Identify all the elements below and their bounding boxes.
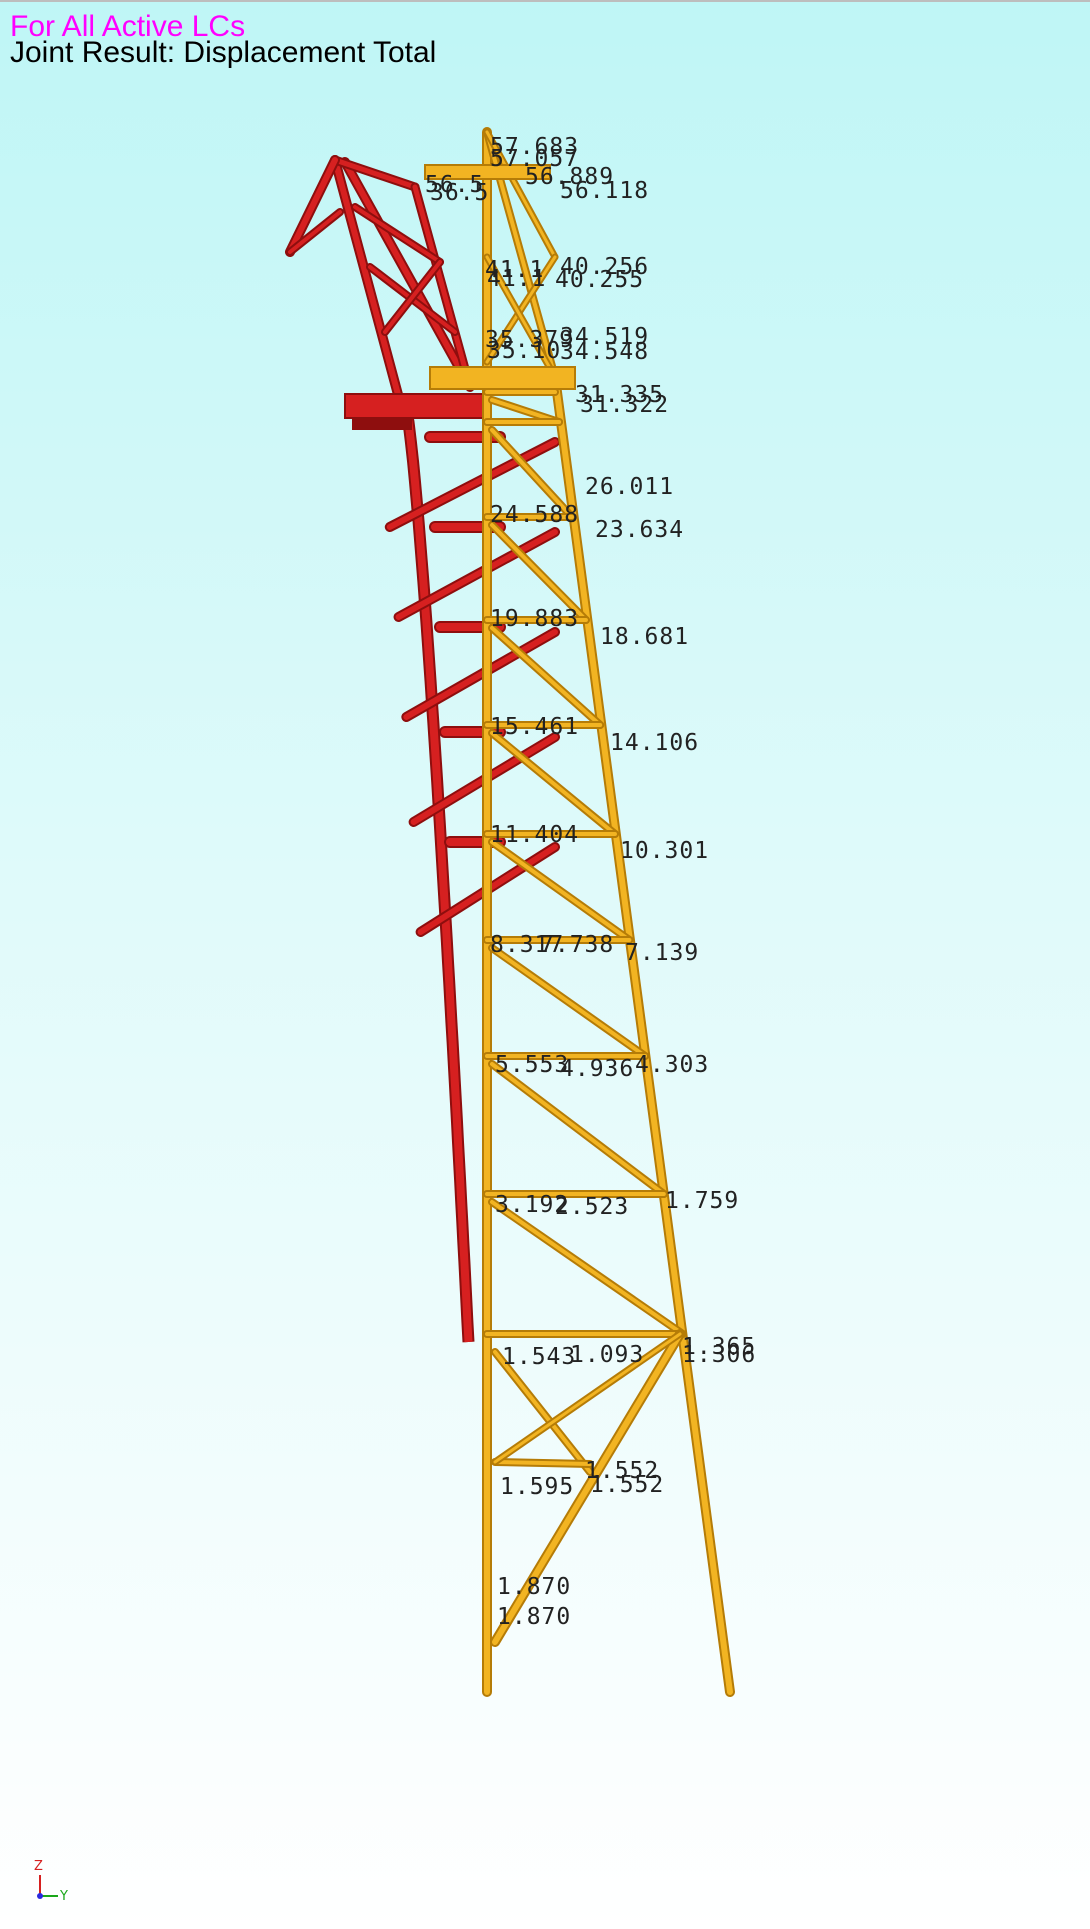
undeformed-base-brace	[490, 1329, 685, 1647]
undeformed-base-diagonal	[491, 1330, 684, 1466]
undeformed-shape	[424, 127, 735, 1697]
displacement-value-label: 18.681	[600, 624, 689, 650]
displacement-value-label: 56.118	[560, 178, 649, 204]
displacement-value-label: 19.883	[490, 606, 579, 632]
displacement-value-label: 15.461	[490, 714, 579, 740]
deformed-brace	[401, 627, 560, 722]
undeformed-diagonal	[488, 1198, 687, 1338]
undeformed-platform	[429, 366, 576, 390]
displacement-value-label: 57.057	[490, 146, 579, 172]
deformed-top-chord-2	[410, 182, 475, 392]
displacement-value-label: 40.255	[555, 267, 644, 293]
displacement-value-label: 1.552	[590, 1472, 664, 1498]
displacement-value-label: 56.5	[425, 172, 484, 198]
deformed-jib-tie	[286, 208, 344, 256]
displacement-value-label: 1.543	[502, 1344, 576, 1370]
displacement-value-label: 34.519	[560, 324, 649, 350]
deformed-jib	[285, 155, 340, 257]
displacement-value-label: 57.683	[490, 134, 579, 160]
displacement-value-label: 56.889	[525, 164, 614, 190]
displacement-value-label: 4.303	[635, 1052, 709, 1078]
undeformed-head-brace	[483, 253, 559, 366]
displacement-value-label: 35.10	[487, 338, 561, 364]
displacement-value-label: 2.523	[555, 1194, 629, 1220]
displacement-value-label: 40.256	[560, 254, 649, 280]
deformed-top-chord	[330, 155, 420, 192]
result-type-title: Joint Result: Displacement Total	[10, 36, 437, 69]
displacement-value-label: 34.548	[560, 339, 649, 365]
displacement-value-label: 36.5	[430, 180, 489, 206]
deformed-brace	[384, 437, 560, 532]
displacement-value-label: 31.335	[575, 382, 664, 408]
undeformed-crown-beam	[424, 164, 551, 180]
triad-y-label: Y	[59, 1889, 68, 1904]
axis-triad-icon: Z Y	[34, 1859, 68, 1904]
displacement-value-label: 1.093	[570, 1342, 644, 1368]
displacement-value-label: 1.759	[665, 1188, 739, 1214]
displacement-value-label: 7.738	[540, 932, 614, 958]
undeformed-right-leg	[550, 372, 735, 1697]
deformed-brace	[393, 527, 560, 622]
displacement-value-label: 3.192	[495, 1192, 569, 1218]
undeformed-diagonal	[488, 521, 590, 624]
undeformed-diagonal	[488, 729, 619, 838]
undeformed-diagonal	[488, 1060, 668, 1198]
displacement-value-label: 7.139	[625, 940, 699, 966]
undeformed-diagonal	[488, 426, 576, 521]
deformed-platform	[344, 393, 486, 419]
displacement-value-label: 24.588	[490, 502, 579, 528]
deformed-platform-beam	[352, 418, 412, 430]
load-case-title: For All Active LCs	[10, 10, 246, 43]
displacement-value-label: 4.936	[560, 1056, 634, 1082]
displacement-value-label: 41.1	[485, 257, 544, 283]
undeformed-base-brace-2	[491, 1348, 594, 1476]
undeformed-diagonal	[488, 944, 650, 1060]
undeformed-base-girt	[491, 1458, 594, 1468]
undeformed-diagonal	[488, 838, 634, 944]
displacement-value-label: 1.552	[585, 1458, 659, 1484]
deformed-head-brace	[351, 203, 444, 266]
displacement-value-label: 1.595	[500, 1474, 574, 1500]
displacement-value-label: 5.553	[495, 1052, 569, 1078]
deformed-mast-left	[330, 155, 405, 407]
triad-z-label: Z	[34, 1859, 43, 1874]
deformed-left-leg	[399, 400, 475, 1343]
displacement-value-label: 1.306	[682, 1342, 756, 1368]
displacement-value-label: 31.322	[580, 392, 669, 418]
undeformed-head-brace	[483, 253, 559, 381]
displacement-value-label: 1.365	[682, 1334, 756, 1360]
displacement-value-label: 8.317	[490, 932, 564, 958]
deformed-head-brace	[381, 258, 444, 336]
displacement-value-label: 26.011	[585, 474, 674, 500]
undeformed-head-brace	[483, 128, 559, 261]
displacement-value-label: 14.106	[610, 730, 699, 756]
displacement-value-label: 41.1	[487, 266, 546, 292]
undeformed-diagonal	[488, 624, 605, 729]
displacement-value-label: 23.634	[595, 517, 684, 543]
deformed-mast-right	[340, 157, 475, 392]
displacement-value-label: 1.870	[497, 1574, 571, 1600]
displacement-value-label: 35.379	[485, 327, 574, 353]
displacement-value-label: 10.301	[620, 838, 709, 864]
displacement-value-label: 1.870	[497, 1604, 571, 1630]
displacement-value-label: 11.404	[490, 822, 579, 848]
